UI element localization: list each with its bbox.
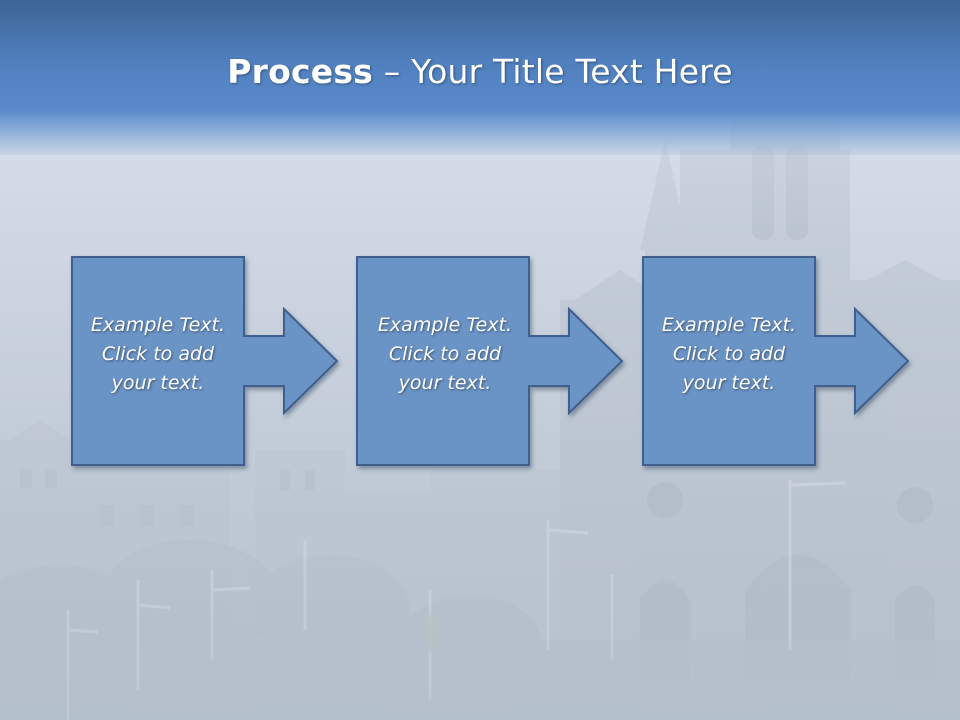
- process-step-2-shape[interactable]: [356, 256, 624, 466]
- step-1-line-2: Click to add: [101, 343, 215, 365]
- step-3-line-2: Click to add: [672, 343, 786, 365]
- process-step-3-text[interactable]: Example Text. Click to add your text.: [643, 311, 815, 398]
- process-step-3-shape[interactable]: [642, 256, 910, 466]
- slide-title[interactable]: Process – Your Title Text Here: [0, 52, 960, 91]
- process-step-1-shape[interactable]: [71, 256, 339, 466]
- step-2-line-3: your text.: [398, 372, 492, 394]
- step-1-line-1: Example Text.: [90, 314, 226, 336]
- step-3-line-3: your text.: [682, 372, 776, 394]
- step-3-line-1: Example Text.: [661, 314, 797, 336]
- process-step-2-text[interactable]: Example Text. Click to add your text.: [359, 311, 531, 398]
- title-bold-text: Process: [227, 52, 374, 91]
- title-rest-text: – Your Title Text Here: [373, 52, 733, 91]
- process-step-1-text[interactable]: Example Text. Click to add your text.: [72, 311, 244, 398]
- step-2-line-1: Example Text.: [377, 314, 513, 336]
- step-2-line-2: Click to add: [388, 343, 502, 365]
- title-bar: [0, 0, 960, 155]
- step-1-line-3: your text.: [111, 372, 205, 394]
